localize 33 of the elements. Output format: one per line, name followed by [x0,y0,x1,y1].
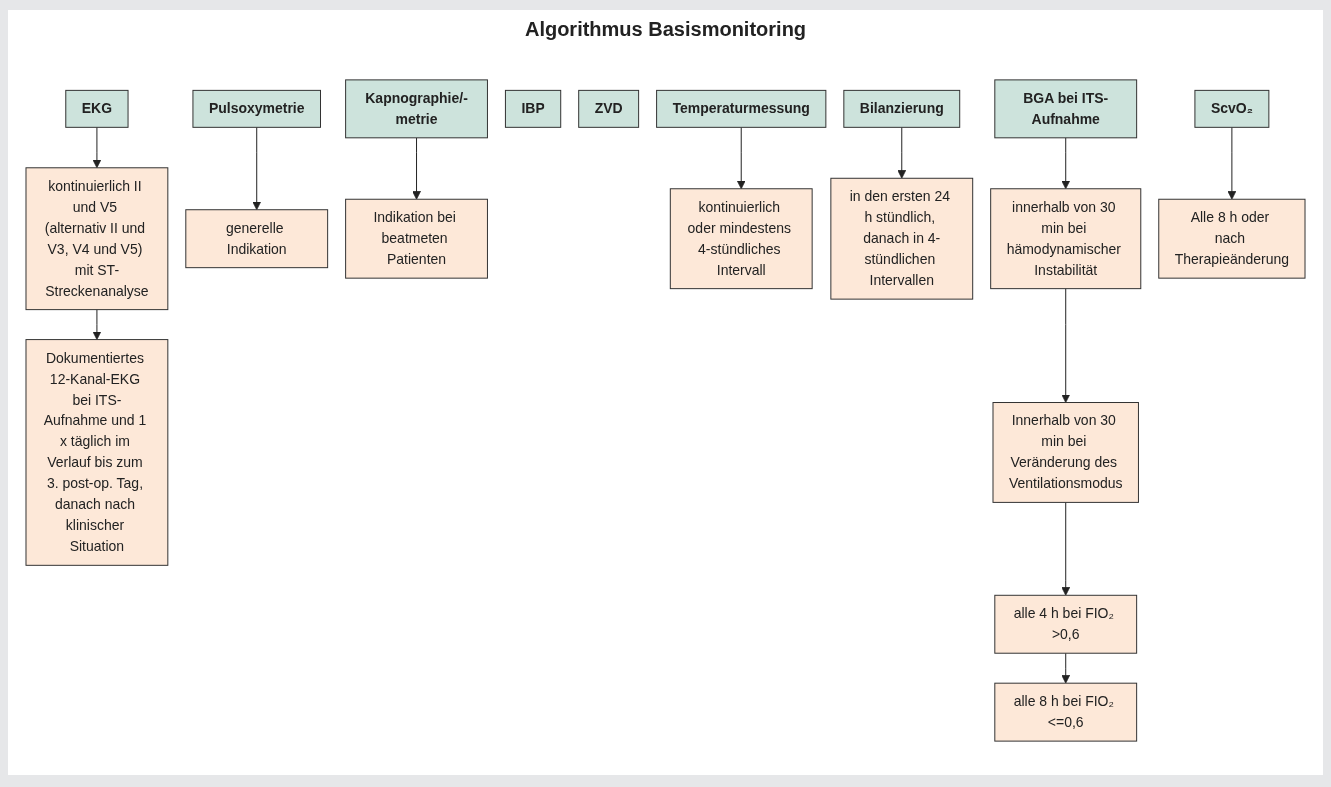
diagram-title: Algorithmus Basismonitoring [523,18,808,41]
node-box [994,79,1138,139]
arrow [736,126,746,190]
node-box [65,89,129,128]
arrow [1061,137,1071,190]
arrow [897,126,907,179]
arrow [92,126,102,169]
node-box [994,682,1138,742]
arrow [1227,126,1237,200]
node-box [1158,198,1306,279]
node-box [192,89,321,128]
arrow [1061,652,1071,684]
node-box [669,188,813,290]
node-box [578,89,640,128]
node-box [656,89,827,128]
node-box [1194,89,1270,128]
node-box [25,167,169,311]
node-box [185,209,329,269]
arrow [1061,288,1071,403]
arrow [1061,501,1071,596]
node-box [25,339,169,566]
node-box [345,79,488,139]
node-box [843,89,961,128]
card-background: Algorithmus Basismonitoring EKG Pulsoxymetrie Kapnographie/-metrie IBP ZVD Temperaturmessung Bilanzierung BGA bei ITS-Aufnahme ScvO₂ kontinuierlich II und V5 (alternativ II und V3, V4 und V5) mit ST-Streckenanalyse generelle Indikation Indikation bei beatmeten Patienten kontinuierlich oder mindestens 4-stündliches Intervall in den ersten 24 h stündlich, danach in 4-stündlichen Intervallen innerhalb von 30 min bei hämodynamischer Instabilität Alle 8 h oder nach Therapieänderung Dokumentiertes 12-Kanal-EKG bei ITS-Aufnahme und 1 x täglich im Verlauf bis zum 3. post-op. Tag, danach nach klinischer Situation Innerhalb von 30 min bei Veränderung des Ventilationsmodus alle 4 h bei FIO₂ >0,6 alle 8 h bei FIO₂ <=0,6 [8,10,1323,775]
node-box [504,89,562,128]
arrow [92,309,102,340]
node-box [345,198,488,279]
arrow [252,126,262,211]
node-box [990,188,1142,290]
arrow [412,137,421,200]
node-box [992,402,1139,503]
node-box [994,594,1138,654]
node-box [830,177,974,300]
